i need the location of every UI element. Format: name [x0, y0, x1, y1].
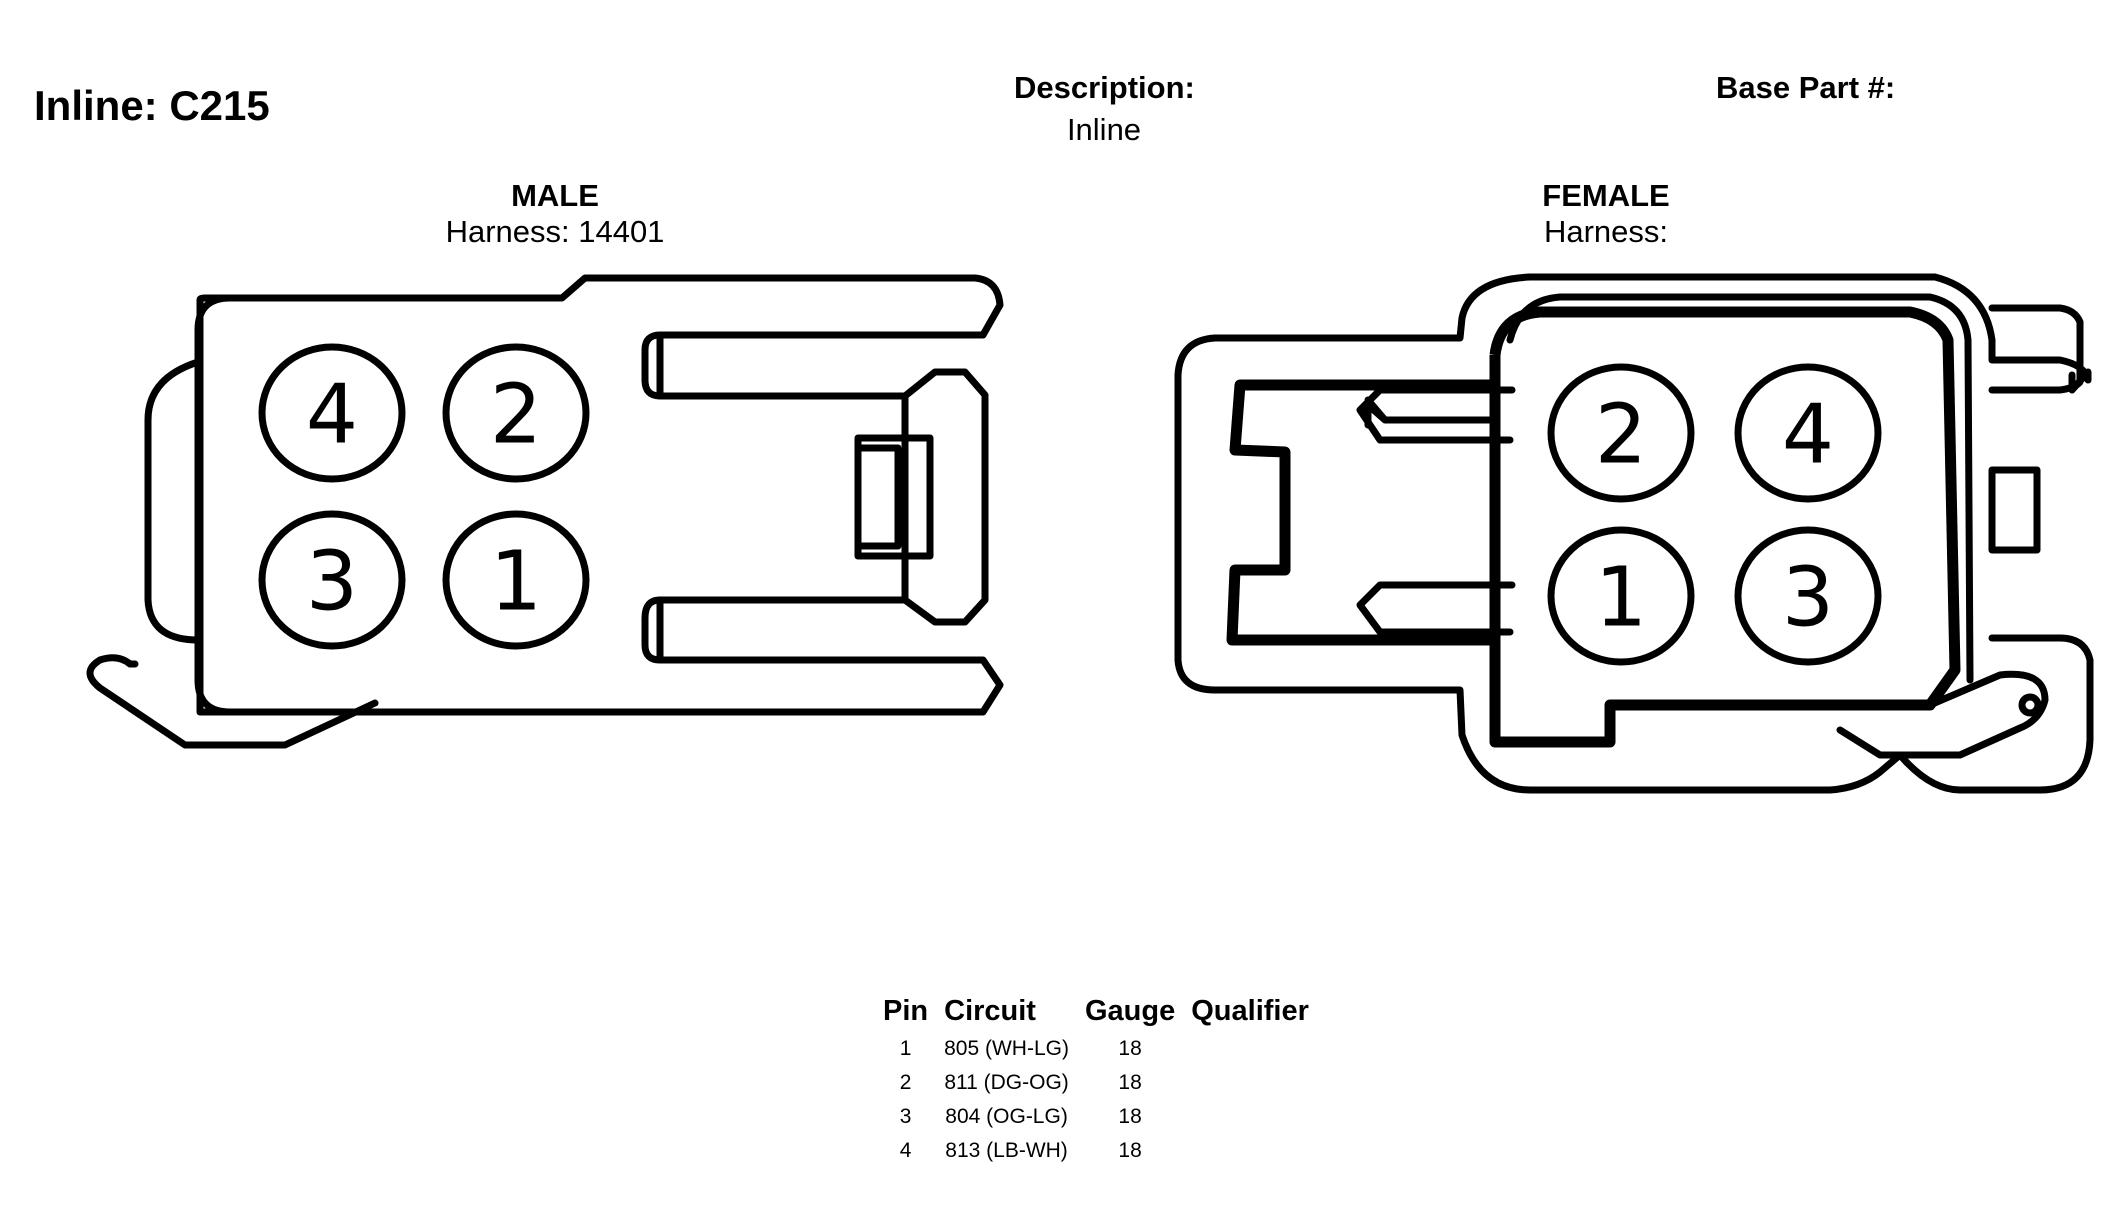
gauge-cell: 18 [1118, 1105, 1142, 1128]
circuit-header: Circuit [944, 994, 1036, 1027]
gauge-header: Gauge [1084, 994, 1176, 1027]
pin-header: Pin [883, 994, 929, 1027]
qualifier-cell [1183, 1066, 1317, 1100]
male-pin-2: 2 [442, 343, 590, 483]
male-left-bump [144, 358, 202, 644]
circuit-cell: 805 (WH-LG) [944, 1037, 1069, 1060]
pin-table-header: Pin Circuit Gauge Qualifier [875, 990, 1317, 1032]
male-pin-3-label: 3 [306, 535, 358, 630]
female-pin-1: 1 [1547, 526, 1695, 666]
table-row: 2 811 (DG-OG) 18 [875, 1066, 1317, 1100]
male-connector [86, 274, 1004, 749]
male-latch-button [854, 434, 934, 560]
female-pin-2: 2 [1547, 363, 1695, 503]
pin-cell: 3 [899, 1105, 912, 1128]
male-housing [194, 294, 979, 716]
table-row: 4 813 (LB-WH) 18 [875, 1134, 1317, 1168]
female-upper-finger-tip [1356, 386, 1516, 444]
female-right-tab [1988, 466, 2041, 554]
circuit-cell: 811 (DG-OG) [944, 1071, 1069, 1094]
female-inner-housing-line [1506, 293, 1974, 684]
female-bottom-hook [1836, 670, 2049, 759]
male-pin-4: 4 [258, 343, 406, 483]
female-title: FEMALE [1542, 178, 1670, 213]
pin-table: Pin Circuit Gauge Qualifier 1 805 (WH-LG… [875, 990, 1317, 1168]
male-title: MALE [511, 178, 599, 213]
female-outer-shell-main [1174, 334, 2094, 794]
female-window-frame [1226, 379, 1495, 646]
male-pin-2-label: 2 [490, 368, 542, 463]
circuit-cell: 804 (OG-LG) [945, 1105, 1068, 1128]
male-pin-1-label: 1 [490, 535, 542, 630]
female-pin-1-label: 1 [1595, 551, 1647, 646]
table-row: 3 804 (OG-LG) 18 [875, 1100, 1317, 1134]
qualifier-cell [1183, 1032, 1317, 1066]
male-pin-4-label: 4 [306, 368, 358, 463]
male-pin-3: 3 [258, 510, 406, 650]
female-pin-4: 4 [1734, 363, 1882, 503]
female-pin-3-label: 3 [1782, 551, 1834, 646]
description-label: Description: [1014, 70, 1195, 105]
base-part-label: Base Part #: [1716, 70, 1896, 105]
female-pin-3: 3 [1734, 526, 1882, 666]
male-bottom-tab [86, 654, 379, 749]
pin-cell: 2 [899, 1071, 912, 1094]
male-upper-latch-arm [641, 331, 664, 400]
female-pin-4-label: 4 [1782, 388, 1834, 483]
gauge-cell: 18 [1118, 1139, 1142, 1162]
gauge-cell: 18 [1118, 1071, 1142, 1094]
male-lower-latch-arm [641, 596, 664, 664]
gauge-cell: 18 [1118, 1037, 1142, 1060]
male-pin-1: 1 [442, 510, 590, 650]
table-row: 1 805 (WH-LG) 18 [875, 1032, 1317, 1066]
description-value: Inline [1066, 112, 1142, 147]
qualifier-header: Qualifier [1191, 994, 1309, 1027]
female-hook-hole [2018, 693, 2042, 717]
male-latch-button-inner [854, 444, 902, 550]
circuit-cell: 813 (LB-WH) [945, 1139, 1068, 1162]
female-lower-finger-tip [1356, 581, 1516, 636]
male-body-outline [196, 274, 1004, 716]
male-harness: Harness: 14401 [445, 214, 665, 249]
pin-cell: 1 [899, 1037, 912, 1060]
female-inner-housing [1489, 306, 1961, 748]
female-right-ear [1988, 304, 2084, 394]
female-harness: Harness: [1543, 214, 1669, 249]
qualifier-cell [1183, 1134, 1317, 1168]
qualifier-cell [1183, 1100, 1317, 1134]
female-pin-2-label: 2 [1595, 388, 1647, 483]
pin-cell: 4 [899, 1139, 912, 1162]
female-connector [1174, 273, 2094, 794]
male-latch-block [901, 368, 989, 626]
page-title: Inline: C215 [34, 82, 270, 129]
